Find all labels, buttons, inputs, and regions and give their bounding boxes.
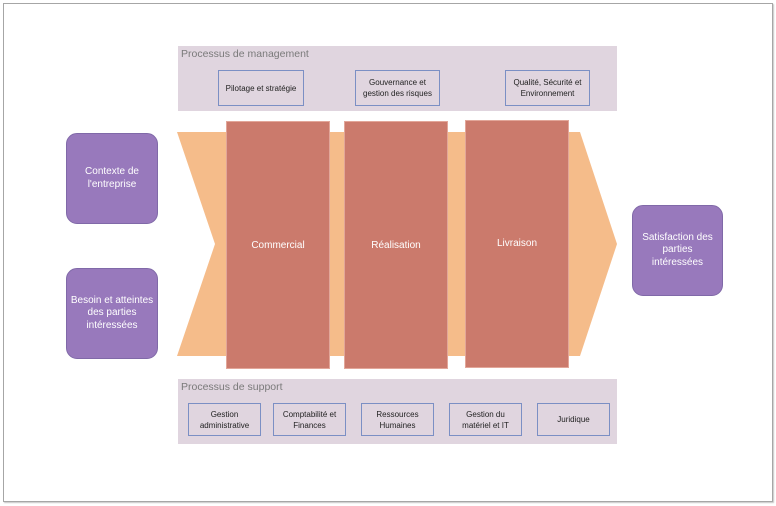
input-contexte-entreprise: Contexte de l'entreprise <box>66 133 158 224</box>
support-box-ressources-humaines: Ressources Humaines <box>361 403 434 436</box>
support-box-label: Gestion du matériel et IT <box>462 409 509 430</box>
core-process-label: Commercial <box>251 239 305 251</box>
support-box-materiel-it: Gestion du matériel et IT <box>449 403 522 436</box>
support-box-label: Juridique <box>557 415 590 424</box>
management-box-gouvernance: Gouvernance et gestion des risques <box>355 70 440 106</box>
management-panel-title: Processus de management <box>181 48 309 60</box>
support-box-label: Comptabilité et Finances <box>282 409 337 430</box>
input-besoin-parties-interessees: Besoin et atteintes des parties intéress… <box>66 268 158 359</box>
output-satisfaction: Satisfaction des parties intéressées <box>632 205 723 296</box>
management-box-label: Gouvernance et gestion des risques <box>363 78 432 98</box>
support-box-label: Gestion administrative <box>199 409 250 430</box>
support-box-label: Ressources Humaines <box>376 409 419 430</box>
core-process-commercial: Commercial <box>226 121 330 369</box>
management-box-label: Pilotage et stratégie <box>225 83 297 93</box>
management-box-pilotage: Pilotage et stratégie <box>218 70 304 106</box>
core-process-livraison: Livraison <box>465 120 569 368</box>
support-box-juridique: Juridique <box>537 403 610 436</box>
core-process-label: Réalisation <box>371 239 421 251</box>
core-process-realisation: Réalisation <box>344 121 448 369</box>
management-box-qualite: Qualité, Sécurité et Environnement <box>505 70 590 106</box>
support-box-comptabilite: Comptabilité et Finances <box>273 403 346 436</box>
support-panel-title: Processus de support <box>181 381 283 393</box>
management-box-label: Qualité, Sécurité et Environnement <box>513 78 582 98</box>
input-label: Contexte de l'entreprise <box>85 166 139 190</box>
core-process-label: Livraison <box>496 237 538 249</box>
output-label: Satisfaction des parties intéressées <box>642 231 713 268</box>
support-box-gestion-administrative: Gestion administrative <box>188 403 261 436</box>
input-label: Besoin et atteintes des parties intéress… <box>70 294 154 331</box>
